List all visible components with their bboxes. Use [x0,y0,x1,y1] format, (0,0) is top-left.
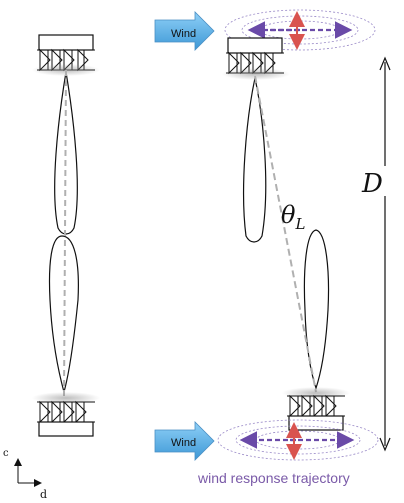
right-bottom-rollers [287,394,345,418]
trajectory-label: wind response trajectory [197,470,350,486]
left-center-dashed-line [63,69,67,397]
bottom-wind-arrow: Wind [154,421,215,461]
right-bottom-shadow [282,387,350,399]
right-top-base-plate [227,37,283,54]
top-wind-label: Wind [171,28,196,40]
d-arrowhead-bottom [379,437,391,452]
right-top-shadow [222,68,290,80]
axes-indicator: c d [3,448,47,501]
theta-label: θL [281,201,305,233]
bottom-wind-label: Wind [171,437,196,449]
left-top-base-plate [38,34,94,51]
distance-d-label: D [361,169,383,199]
left-bottom-rollers [37,400,95,424]
right-upper-lobe [243,77,267,243]
left-upper-lobe [54,71,78,235]
distance-d-dimension: D [361,56,391,452]
right-bottom-base-plate [288,415,344,431]
axis-c-label: c [3,448,9,459]
top-wind-arrow: Wind [154,11,215,51]
left-bottom-shadow [32,392,100,404]
deflection-dashed-line [254,75,317,393]
d-arrowhead-top [379,56,391,71]
axis-d-label: d [40,488,47,501]
right-deflected-tower: Wind θL [154,9,379,486]
left-static-tower [32,34,100,437]
left-bottom-base-plate [38,421,94,437]
right-lower-lobe [303,229,330,390]
